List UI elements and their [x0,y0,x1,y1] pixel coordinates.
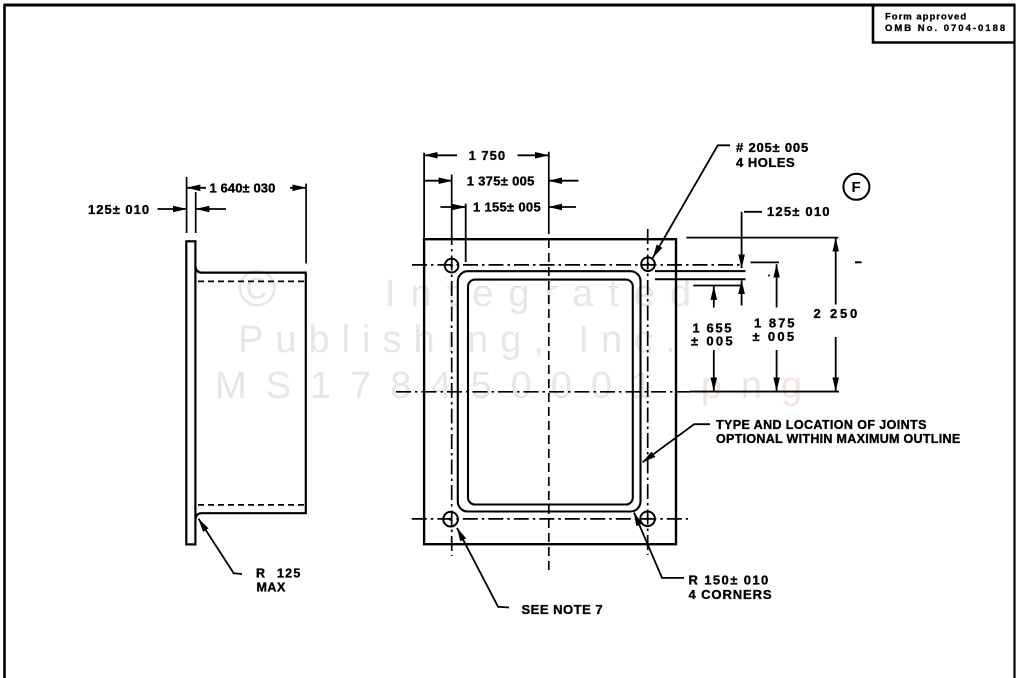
svg-text:1 875: 1 875 [754,316,797,331]
svg-text:1 155± 005: 1 155± 005 [473,200,541,215]
svg-text:OMB No. 0704-0188: OMB No. 0704-0188 [885,23,1007,34]
svg-text:MS178450001.png: MS178450001.png [215,365,821,407]
svg-text:125± 010: 125± 010 [88,202,150,217]
svg-text:1 375± 005: 1 375± 005 [467,173,535,188]
svg-text:# 205± 005: # 205± 005 [736,140,809,155]
svg-text:1 640± 030: 1 640± 030 [210,180,276,195]
svg-text:2 250: 2 250 [814,306,861,321]
svg-text:1 655: 1 655 [693,320,734,335]
svg-text:Form approved: Form approved [885,12,967,23]
svg-text:OPTIONAL WITHIN MAXIMUM OUTLIN: OPTIONAL WITHIN MAXIMUM OUTLINE [716,432,960,446]
svg-text:©: © [238,260,276,318]
svg-text:R 150± 010: R 150± 010 [689,573,770,588]
svg-text:F: F [852,179,861,196]
svg-text:4 CORNERS: 4 CORNERS [689,587,773,602]
svg-text:TYPE AND LOCATION OF JOINTS: TYPE AND LOCATION OF JOINTS [716,418,927,432]
svg-text:4 HOLES: 4 HOLES [736,155,795,170]
svg-text:SEE NOTE 7: SEE NOTE 7 [522,602,604,617]
svg-text:1 750: 1 750 [469,148,507,163]
svg-text:125± 010: 125± 010 [767,204,831,219]
svg-text:MAX: MAX [257,581,286,595]
svg-text:± 005: ± 005 [753,329,797,344]
svg-text:± 005: ± 005 [691,333,735,348]
